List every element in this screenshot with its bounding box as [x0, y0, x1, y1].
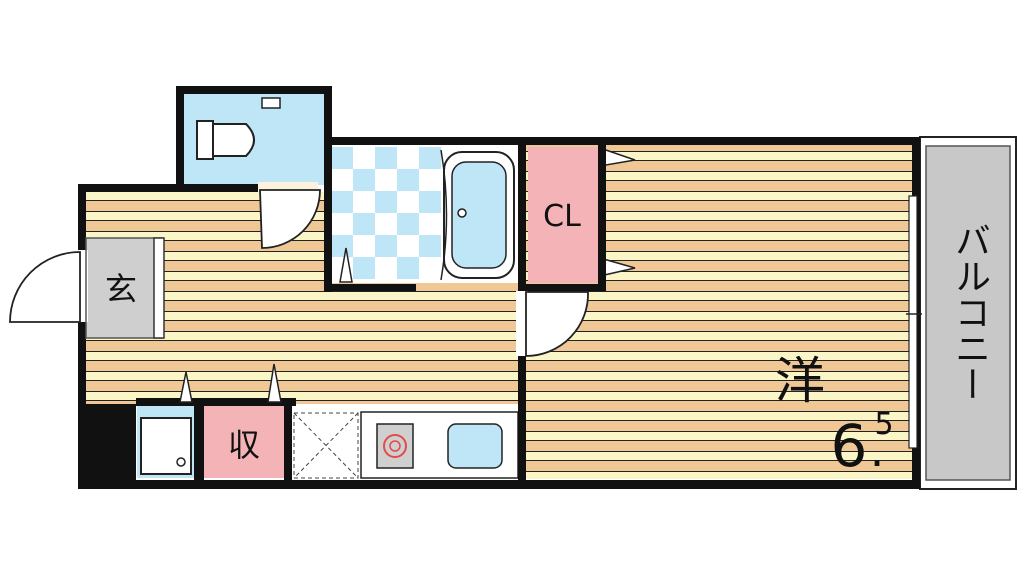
- balcony-floor: [925, 145, 1011, 481]
- closet-label: CL: [543, 199, 581, 234]
- storage-label: 収: [228, 426, 260, 464]
- balcony-label: バルコニー: [949, 222, 990, 402]
- closet-area: [528, 147, 598, 283]
- storage-area: [204, 406, 286, 478]
- bathtub-icon: [443, 151, 515, 279]
- room-size-dot: .: [870, 423, 885, 477]
- western-room-label: 洋: [775, 352, 825, 410]
- stove-icon: [376, 423, 414, 469]
- bathroom-floor: [331, 147, 441, 283]
- balcony-window: [908, 195, 918, 449]
- fold-door-icon: [179, 363, 282, 403]
- room-door-opening: [516, 291, 528, 356]
- toilet-icon: [196, 97, 281, 160]
- sink-icon: [447, 423, 503, 469]
- bath-curtain: [440, 149, 448, 281]
- fridge-space-icon: [293, 412, 359, 479]
- entrance-area: [86, 238, 162, 338]
- bath-door-icon: [339, 247, 353, 283]
- entrance-step: [153, 237, 165, 339]
- entrance-label: 玄: [105, 270, 137, 308]
- room-size-decimal: 5: [874, 407, 893, 442]
- washing-machine-icon: [140, 417, 192, 475]
- room-door-swing: [525, 291, 589, 357]
- toilet-door-swing: [259, 189, 321, 249]
- room-size-integer: 6: [831, 412, 868, 480]
- entrance-door-swing: [9, 251, 81, 323]
